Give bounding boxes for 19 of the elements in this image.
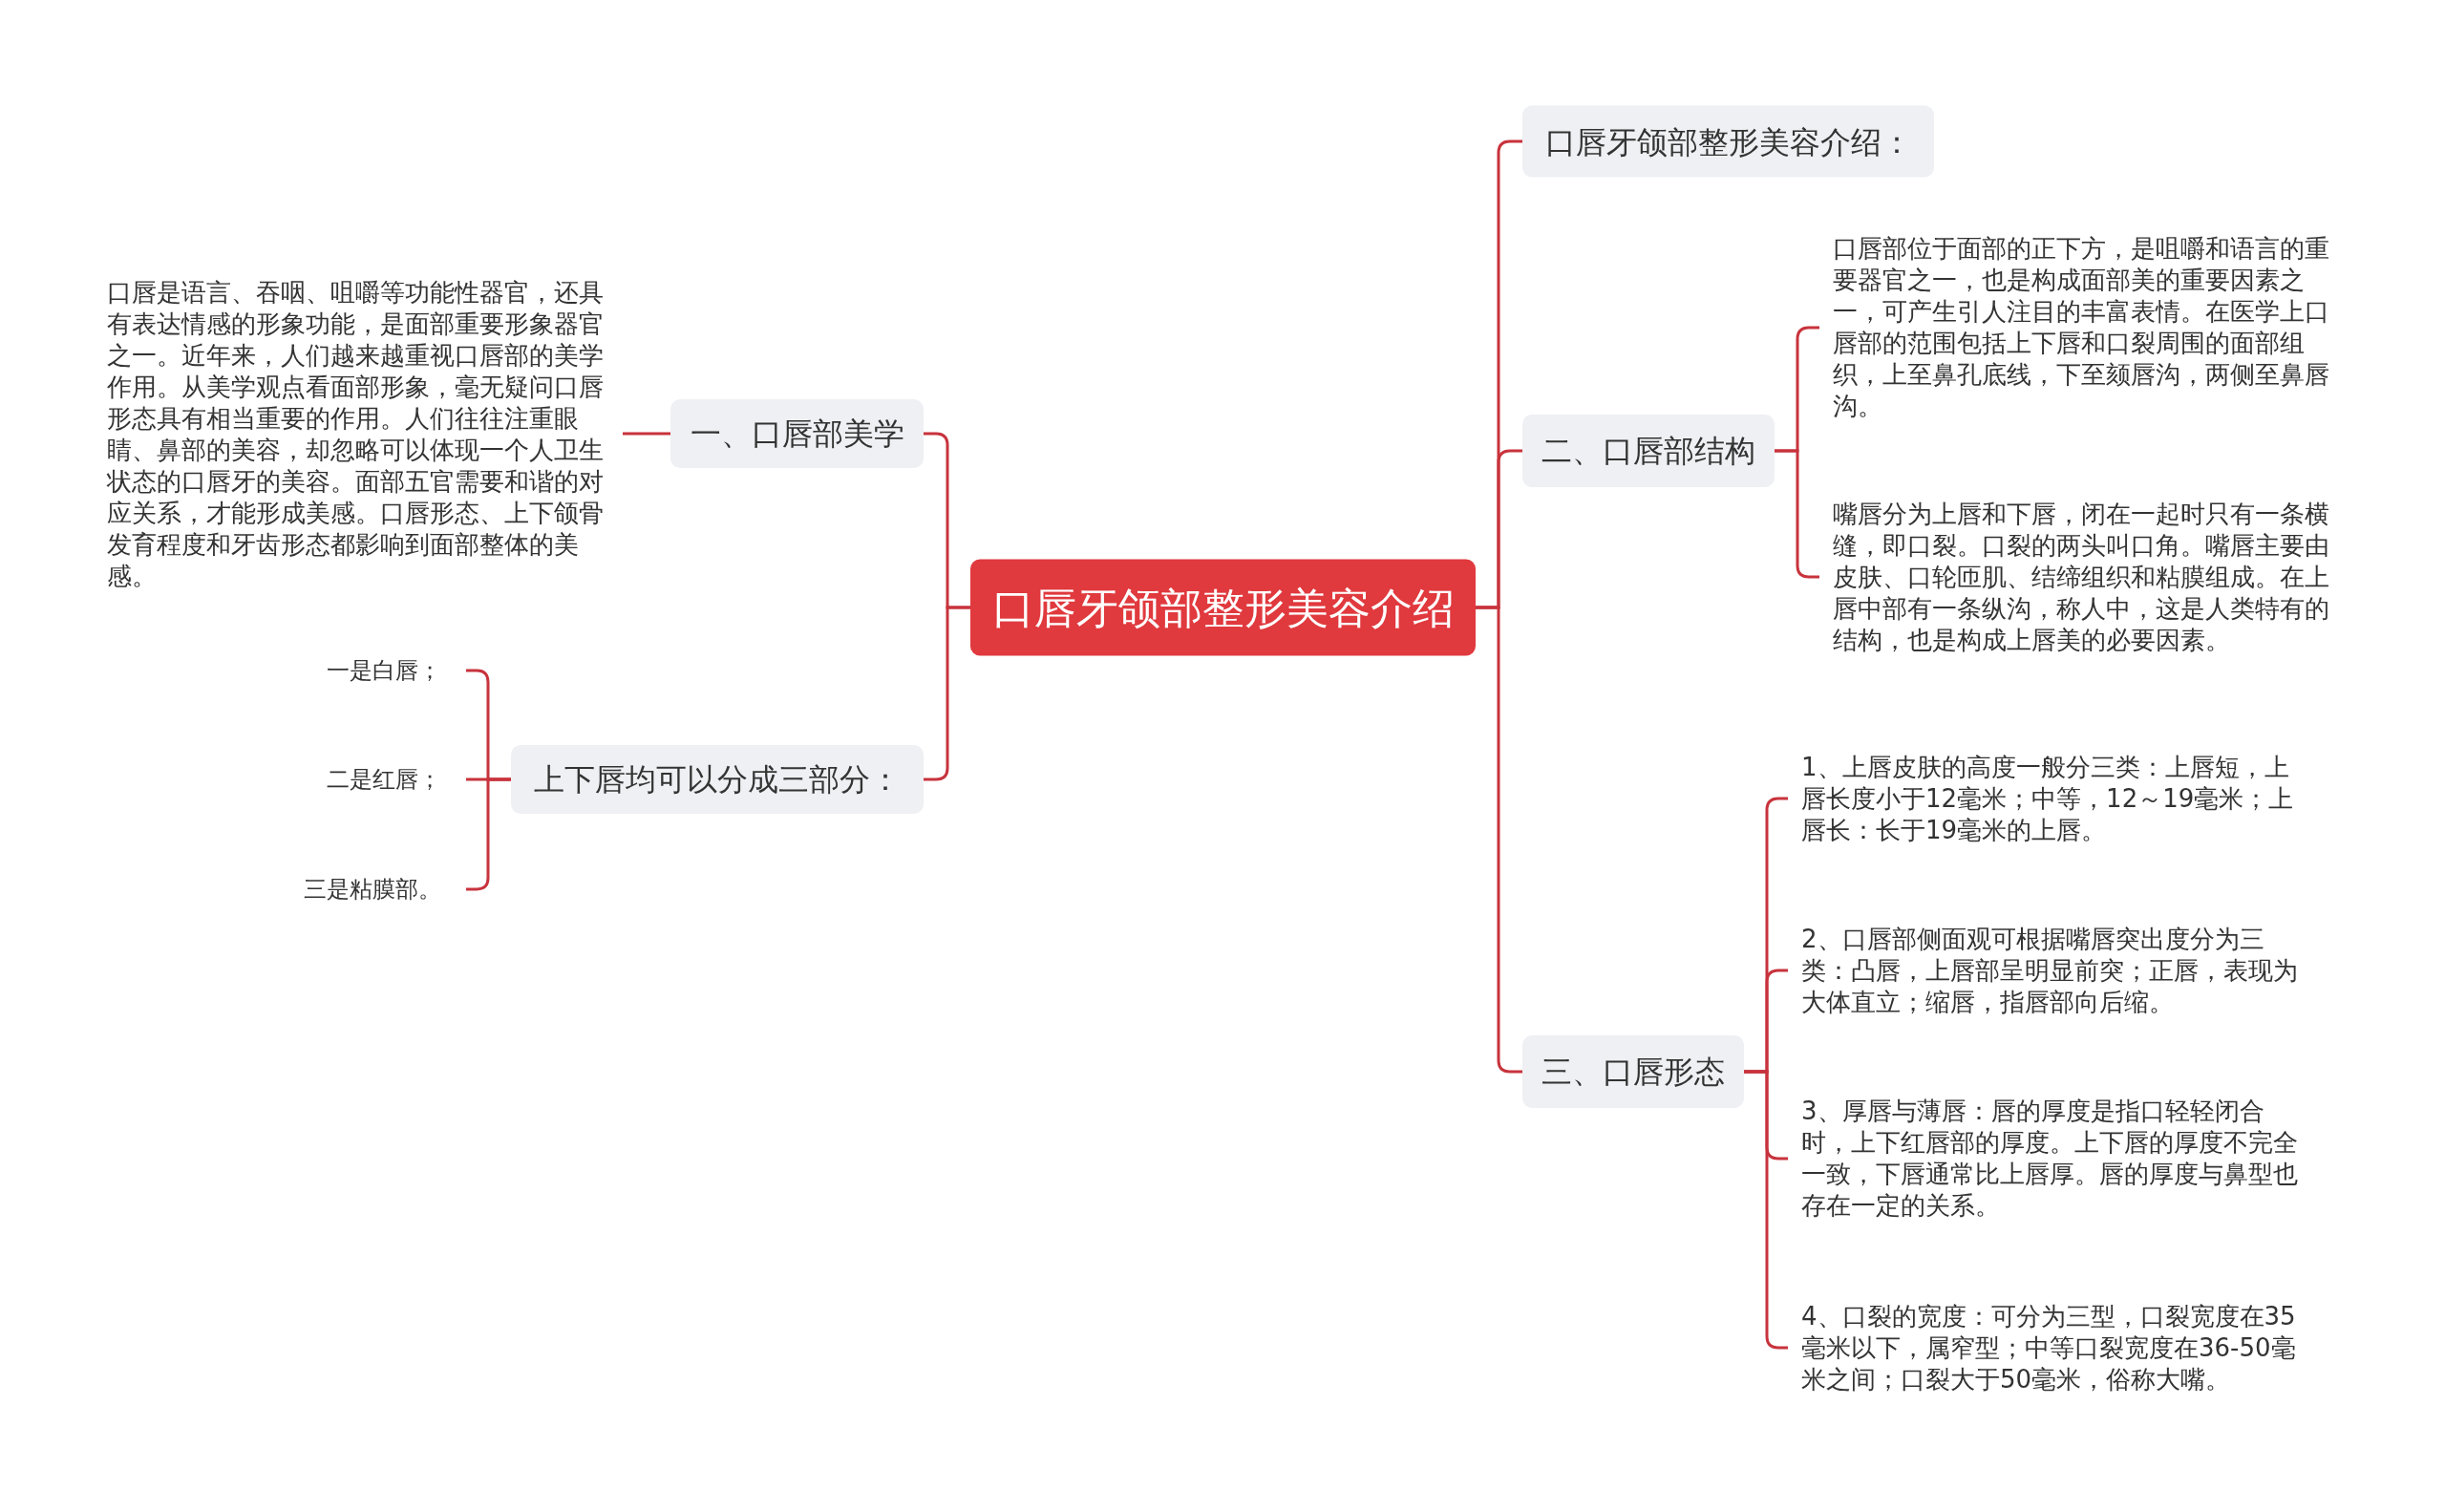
note-text: 嘴唇分为上唇和下唇，闭在一起时只有一条横缝，即口裂。口裂的两头叫口角。嘴唇主要由皮肤、口轮匝肌、结缔组织和粘膜组成。在上唇中部有一条纵沟，称人中，这是人类特有的结构，也是构成上唇美的必要因素。: [1819, 498, 2345, 656]
note-text: 二是红唇；: [229, 762, 466, 797]
note-text: 3、厚唇与薄唇：唇的厚度是指口轻轻闭合时，上下红唇部的厚度。上下唇的厚度不完全一致，下唇通常比上唇厚。唇的厚度与鼻型也存在一定的关系。: [1788, 1096, 2313, 1222]
topic-box: 一、口唇部美学: [670, 399, 924, 468]
central-topic: 口唇牙颌部整形美容介绍: [970, 559, 1476, 656]
note-text: 1、上唇皮肤的高度一般分三类：上唇短，上唇长度小于12毫米；中等，12～19毫米；上唇长：长于19毫米的上唇。: [1788, 751, 2313, 846]
connector-line: [1476, 606, 1522, 1074]
topic-box: 口唇牙颌部整形美容介绍：: [1522, 105, 1934, 178]
topic-box: 二、口唇部结构: [1522, 415, 1775, 487]
note-text: 4、口裂的宽度：可分为三型，口裂宽度在35毫米以下，属窄型；中等口裂宽度在36-50毫米之间；口裂大于50毫米，俗称大嘴。: [1788, 1300, 2313, 1395]
topic-box: 上下唇均可以分成三部分：: [511, 745, 924, 814]
topic-box: 三、口唇形态: [1522, 1035, 1744, 1108]
note-text: 口唇是语言、吞咽、咀嚼等功能性器官，还具有表达情感的形象功能，是面部重要形象器官之一。近年来，人们越来越重视口唇部的美学作用。从美学观点看面部形象，毫无疑问口唇形态具有相当重要的作用。人们往往注重眼睛、鼻部的美容，却忽略可以体现一个人卫生状态的口唇牙的美容。面部五官需要和谐的对应关系，才能形成美感。口唇形态、上下颌骨发育程度和牙齿形态都影响到面部整体的美感。: [107, 277, 623, 592]
note-text: 一是白唇；: [229, 653, 466, 688]
note-text: 口唇部位于面部的正下方，是咀嚼和语言的重要器官之一，也是构成面部美的重要因素之一，可产生引人注目的丰富表情。在医学上口唇部的范围包括上下唇和口裂周围的面部组织，上至鼻孔底线，下至颏唇沟，两侧至鼻唇沟。: [1819, 233, 2345, 422]
connector-line: [924, 606, 970, 781]
note-text: 三是粘膜部。: [229, 872, 466, 906]
connector-line: [623, 432, 670, 436]
note-text: 2、口唇部侧面观可根据嘴唇突出度分为三类：凸唇，上唇部呈明显前突；正唇，表现为大体直立；缩唇，指唇部向后缩。: [1788, 923, 2313, 1018]
